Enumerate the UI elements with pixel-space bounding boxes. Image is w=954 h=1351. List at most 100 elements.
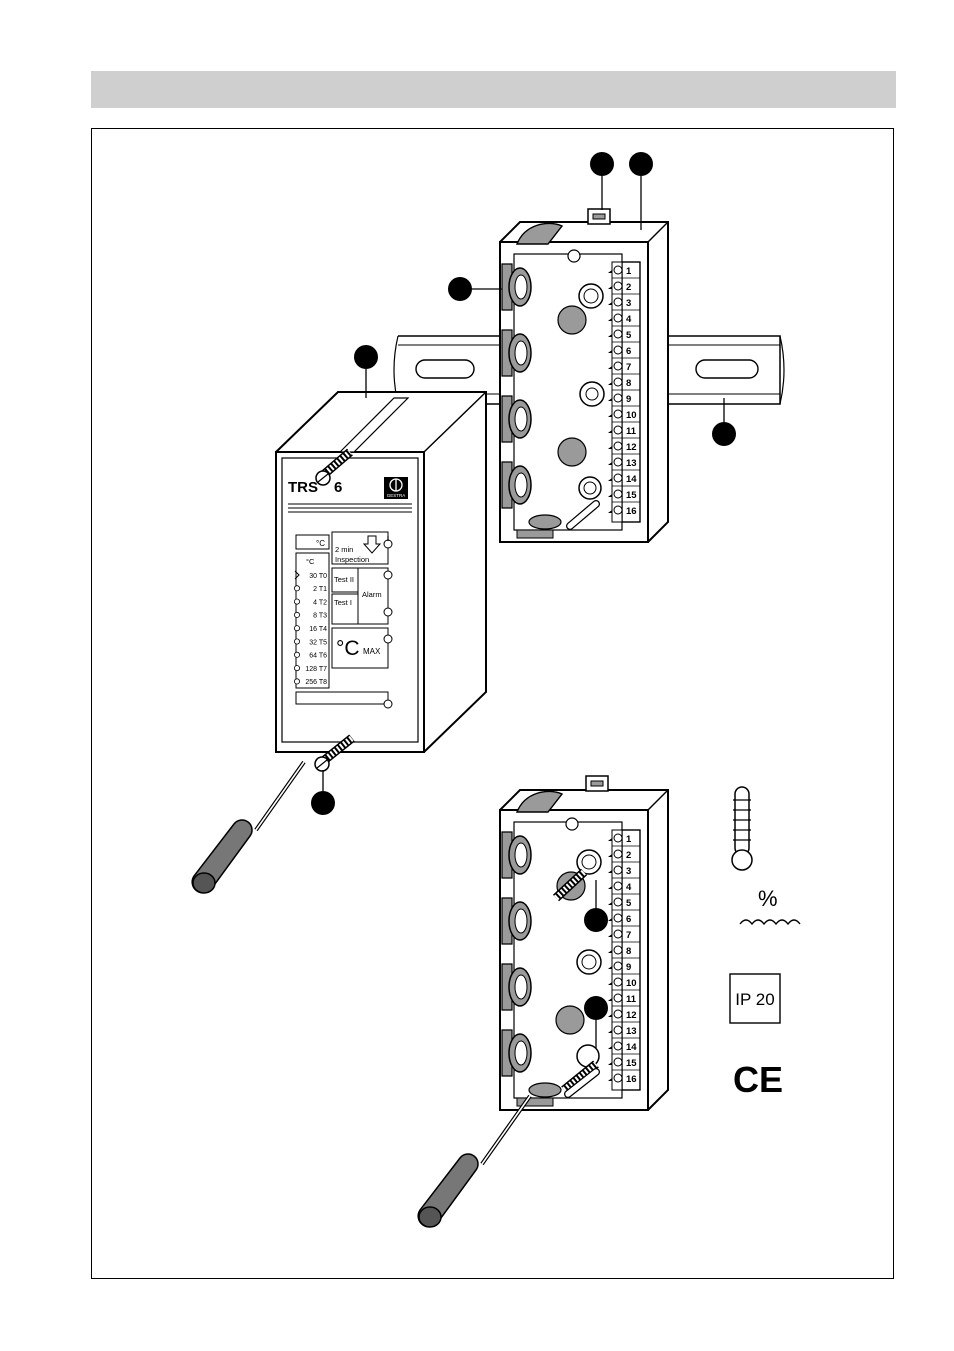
unit-box-label: °C — [316, 539, 325, 548]
scale-led — [293, 625, 300, 632]
terminal-label: 15 — [626, 1058, 637, 1069]
scale-led — [293, 611, 300, 618]
gestra-logo-icon: GESTRA — [384, 477, 408, 499]
scale-led — [293, 638, 300, 645]
model-label-right: 6 — [334, 479, 342, 496]
reset-button[interactable] — [383, 699, 393, 709]
terminal-screw[interactable] — [613, 313, 623, 323]
terminal-screw[interactable] — [613, 833, 623, 843]
terminal-label: 4 — [626, 882, 632, 893]
terminal-label: 13 — [626, 1026, 637, 1037]
terminal-label: 7 — [626, 362, 631, 373]
terminal-label: 10 — [626, 978, 637, 989]
callout-marker — [712, 422, 736, 446]
terminal-screw[interactable] — [613, 1057, 623, 1067]
terminal-screw[interactable] — [613, 345, 623, 355]
terminal-label: 11 — [626, 994, 637, 1005]
cmax-sub: MAX — [363, 647, 381, 656]
terminal-screw[interactable] — [613, 865, 623, 875]
terminal-label: 12 — [626, 442, 637, 453]
ce-mark-label: CE — [733, 1059, 783, 1100]
terminal-label: 8 — [626, 378, 631, 389]
terminal-screw[interactable] — [613, 993, 623, 1003]
cmax-unit: °C — [336, 637, 360, 660]
terminal-screw[interactable] — [613, 409, 623, 419]
terminal-label: 11 — [626, 426, 637, 437]
scale-led — [293, 598, 300, 605]
arrow-down-icon — [362, 535, 382, 554]
terminal-screw[interactable] — [613, 1041, 623, 1051]
terminal-screw[interactable] — [613, 1025, 623, 1035]
terminal-screw[interactable] — [613, 425, 623, 435]
terminal-screw[interactable] — [613, 1009, 623, 1019]
terminal-screw[interactable] — [613, 457, 623, 467]
terminal-screw[interactable] — [613, 961, 623, 971]
terminal-screw[interactable] — [613, 377, 623, 387]
cmax-button[interactable] — [383, 634, 393, 644]
terminal-screw[interactable] — [613, 489, 623, 499]
terminal-screw[interactable] — [613, 281, 623, 291]
scale-led — [293, 665, 300, 672]
figure-frame — [91, 128, 894, 1279]
test2-button[interactable] — [383, 570, 393, 580]
terminal-screw[interactable] — [613, 393, 623, 403]
scale-step-label: 64 T6 — [309, 653, 327, 660]
scale-step-label: 256 T8 — [305, 679, 327, 686]
scale-step-label: 4 T2 — [313, 599, 327, 606]
inspection-button[interactable] — [383, 539, 393, 549]
terminal-label: 9 — [626, 394, 631, 405]
terminal-label: 13 — [626, 458, 637, 469]
terminal-screw[interactable] — [613, 897, 623, 907]
scale-pointer-icon — [294, 570, 300, 580]
test1-button[interactable] — [383, 607, 393, 617]
terminal-label: 4 — [626, 314, 632, 325]
terminal-screw[interactable] — [613, 505, 623, 515]
callout-marker — [311, 791, 335, 815]
terminal-label: 3 — [626, 298, 631, 309]
terminal-screw[interactable] — [613, 977, 623, 987]
scale-led — [293, 651, 300, 658]
scale-step-label: 128 T7 — [305, 666, 327, 673]
callout-marker — [584, 908, 608, 932]
scale-step-label: 2 T1 — [313, 586, 327, 593]
terminal-label: 1 — [626, 834, 632, 845]
humidity-icon: % — [739, 886, 801, 926]
terminal-label: 16 — [626, 1074, 637, 1085]
terminal-screw[interactable] — [613, 441, 623, 451]
terminal-screw[interactable] — [613, 881, 623, 891]
terminal-screw[interactable] — [613, 1073, 623, 1083]
callout-markers — [311, 152, 736, 1048]
terminal-screw[interactable] — [613, 329, 623, 339]
terminal-label: 10 — [626, 410, 637, 421]
inspection-line2: Inspection — [335, 555, 369, 564]
terminal-screw[interactable] — [613, 265, 623, 275]
scale-panel — [295, 552, 330, 689]
logo-text: GESTRA — [387, 493, 406, 498]
terminal-label: 7 — [626, 930, 631, 941]
model-label-left: TRS — [288, 479, 318, 496]
label-strip — [295, 691, 389, 705]
terminal-label: 16 — [626, 506, 637, 517]
terminal-screw[interactable] — [613, 849, 623, 859]
terminal-screw[interactable] — [613, 473, 623, 483]
terminal-label: 5 — [626, 898, 632, 909]
terminal-screw[interactable] — [613, 361, 623, 371]
test1-label: Test I — [334, 598, 352, 607]
terminal-screw[interactable] — [613, 297, 623, 307]
thermometer-icon — [731, 786, 753, 871]
terminal-screw[interactable] — [613, 929, 623, 939]
terminal-screw[interactable] — [613, 913, 623, 923]
scale-step-label: 16 T4 — [309, 626, 327, 633]
ip-rating-label: IP 20 — [735, 990, 774, 1009]
inspection-line1: 2 min — [335, 545, 353, 554]
terminal-screw[interactable] — [613, 945, 623, 955]
callout-marker — [448, 277, 472, 301]
humidity-label: % — [758, 886, 778, 911]
terminal-label: 5 — [626, 330, 632, 341]
ce-mark-icon: CE — [733, 1059, 783, 1100]
scale-led — [293, 678, 300, 685]
